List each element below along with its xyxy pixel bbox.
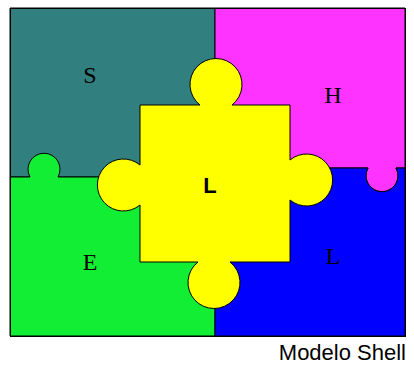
frame-rect	[11, 9, 406, 337]
piece-letter: L	[326, 243, 341, 269]
piece-letter: E	[83, 249, 98, 275]
piece-shape	[215, 168, 405, 336]
figure-caption: Modelo Shell	[279, 341, 406, 365]
piece-shape	[10, 153, 215, 336]
yellow-center-piece: L	[94, 59, 336, 308]
piece-letter: S	[83, 62, 96, 88]
piece-letter: H	[324, 82, 341, 108]
piece-letter: L	[203, 174, 216, 198]
